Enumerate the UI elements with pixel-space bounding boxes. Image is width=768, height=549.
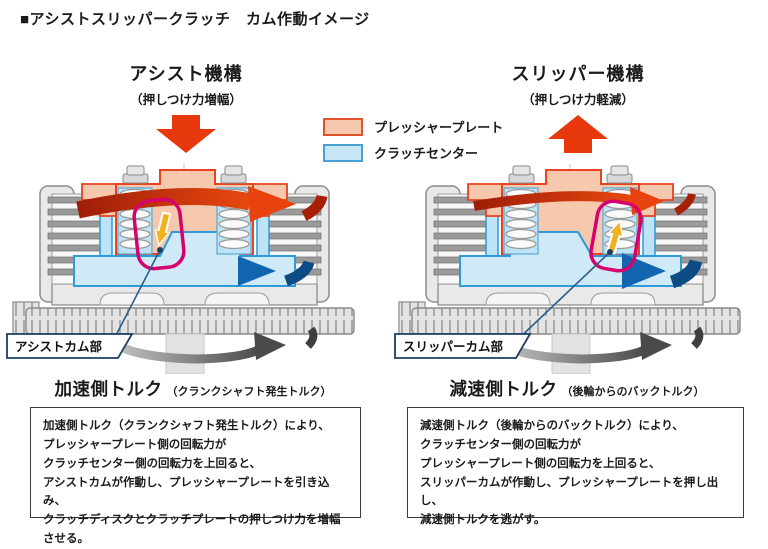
assist-cam-leader-line <box>111 247 163 344</box>
assist-torque-subtitle: （クランクシャフト発生トルク） <box>166 386 332 398</box>
slipper-mechanism-subtitle: （押しつけ力軽減） <box>522 93 634 107</box>
slipper-torque-caption: 減速側トルク（後輪からのバックトルク） <box>396 376 758 401</box>
slipper-cam-tag: スリッパーカム部 <box>394 333 532 359</box>
clutch-center-swatch <box>323 143 363 162</box>
primary-gear <box>12 301 355 339</box>
slipper-torque-title: 減速側トルク <box>449 379 558 399</box>
slipper-description-box: 減速側トルク（後輪からのバックトルク）により、 クラッチセンター側の回転力が プ… <box>407 407 744 526</box>
red-down-block-arrow-icon <box>156 115 216 153</box>
slipper-header: スリッパー機構 （押しつけ力軽減） <box>480 60 676 158</box>
legend-item-pressure-plate: プレッシャープレート <box>323 117 503 136</box>
slipper-mechanism-title: スリッパー機構 <box>511 64 645 84</box>
clutch-center-rotation-arrow-icon <box>80 256 315 287</box>
slipper-clutch-diagram <box>398 164 741 374</box>
bolt-right-icon <box>220 165 247 184</box>
legend: プレッシャープレート クラッチセンター <box>323 117 503 169</box>
cam-direction-arrow-icon <box>154 211 172 247</box>
legend-label: プレッシャープレート <box>374 120 504 135</box>
primary-gear <box>398 301 741 339</box>
slipper-torque-subtitle: （後輪からのバックトルク） <box>561 386 705 398</box>
slipper-cam-label: スリッパーカム部 <box>403 339 504 354</box>
page-title: ■アシストスリッパークラッチ カム作動イメージ <box>20 11 370 28</box>
legend-label: クラッチセンター <box>374 146 479 161</box>
bolt-left-icon <box>122 165 149 184</box>
assist-header: アシスト機構 （押しつけ力増幅） <box>88 60 284 158</box>
assist-torque-caption: 加速側トルク（クランクシャフト発生トルク） <box>12 376 374 401</box>
red-up-block-arrow-icon <box>548 115 608 153</box>
assist-cam <box>132 197 186 271</box>
assist-description-box: 加速側トルク（クランクシャフト発生トルク）により、 プレッシャープレート側の回転… <box>30 407 361 545</box>
pressure-plate-swatch <box>323 117 363 136</box>
assist-mechanism-subtitle: （押しつけ力増幅） <box>130 93 242 107</box>
assist-cam-tag: アシストカム部 <box>6 333 134 359</box>
bolt-left-icon <box>508 165 535 184</box>
assist-mechanism-title: アシスト機構 <box>129 64 243 84</box>
slipper-cam-leader-line <box>513 249 613 344</box>
pressure-plate-rotation-arrow-icon <box>76 186 328 222</box>
assist-torque-title: 加速側トルク <box>54 379 163 399</box>
bolt-right-icon <box>606 165 633 184</box>
assist-clutch-diagram <box>12 164 355 374</box>
legend-item-clutch-center: クラッチセンター <box>323 143 503 162</box>
assist-cam-label: アシストカム部 <box>15 339 103 354</box>
